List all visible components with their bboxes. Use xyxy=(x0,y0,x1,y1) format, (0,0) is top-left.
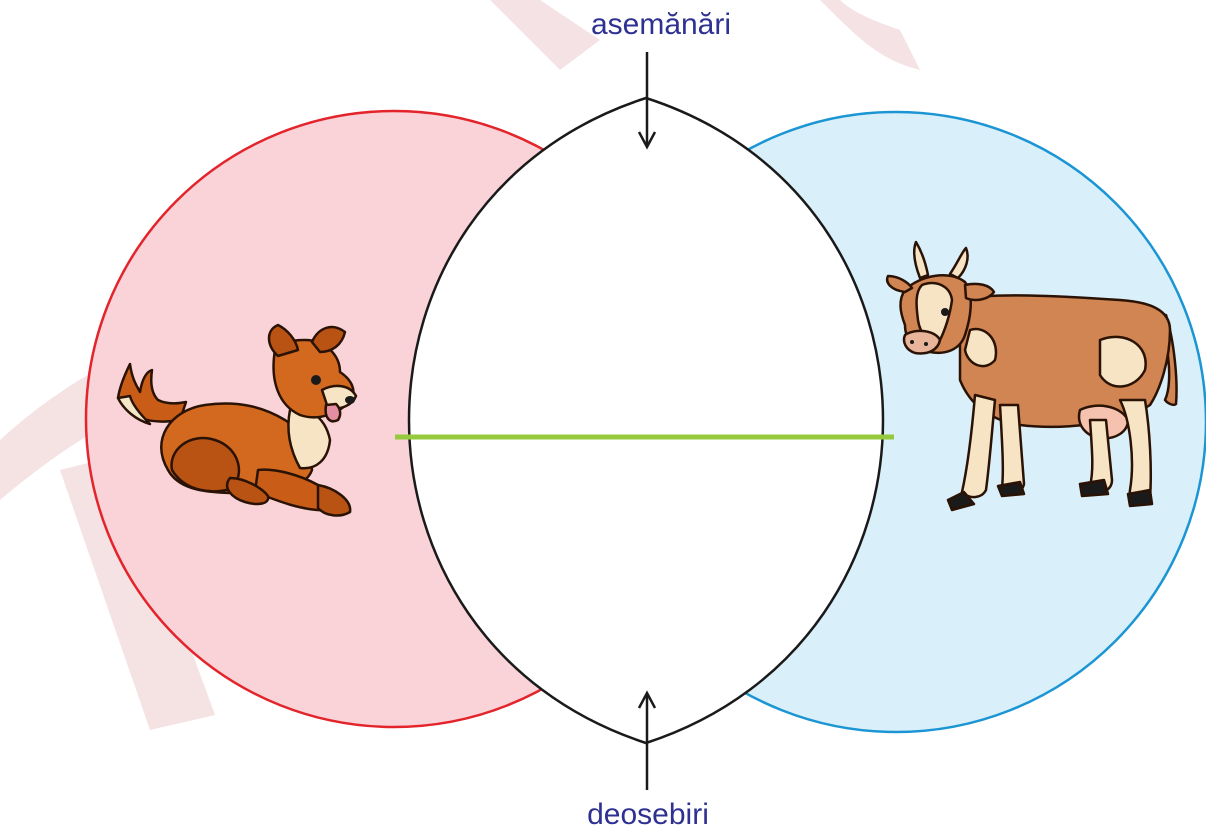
cow-icon xyxy=(886,240,1178,512)
dog-icon xyxy=(116,323,358,517)
differences-arrow xyxy=(637,690,657,790)
similarities-arrow xyxy=(637,52,657,150)
differences-label: deosebiri xyxy=(587,798,709,831)
similarities-label: asemănări xyxy=(591,8,731,41)
